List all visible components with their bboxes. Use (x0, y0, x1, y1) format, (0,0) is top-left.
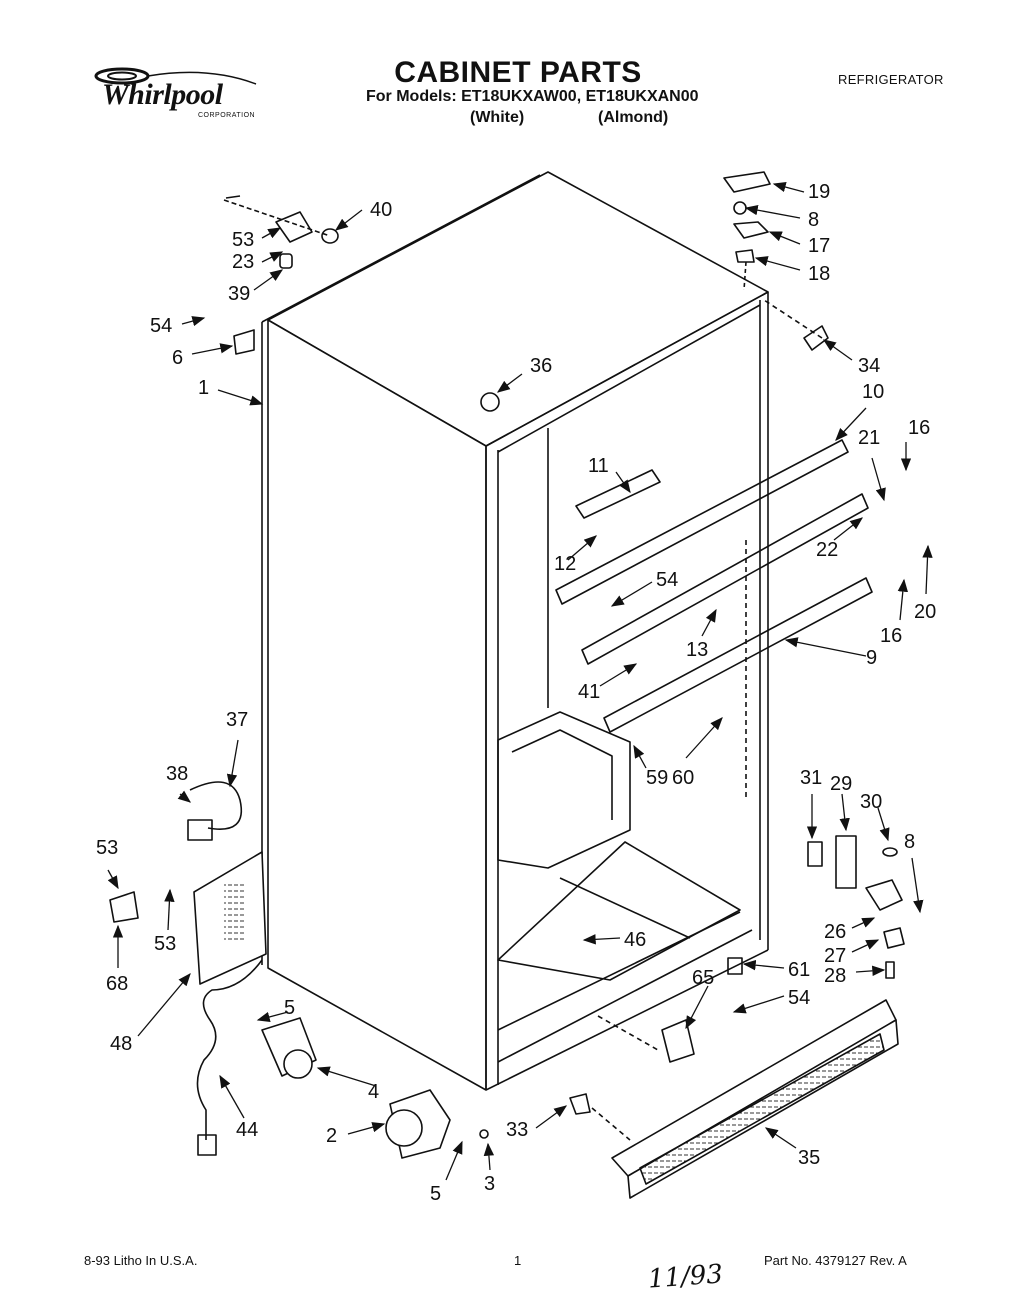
top-left-fittings (223, 195, 500, 412)
callout-44: 44 (236, 1119, 258, 1141)
callout-26: 26 (824, 921, 846, 943)
callout-5: 5 (284, 997, 295, 1019)
rear-roller (261, 1017, 317, 1079)
handwritten-date: 11/93 (647, 1259, 724, 1295)
callout-59: 59 (646, 767, 668, 789)
leader-arrows (107, 181, 933, 1181)
callout-2: 2 (326, 1125, 337, 1147)
callout-53: 53 (232, 229, 254, 251)
part-number: Part No. 4379127 Rev. A (764, 1253, 907, 1268)
callout-19: 19 (808, 181, 830, 203)
callout-16: 16 (908, 417, 930, 439)
callout-23: 23 (232, 251, 254, 273)
callout-40: 40 (370, 199, 392, 221)
variant-white: (White) (470, 109, 525, 126)
callout-labels: 40 53 23 39 54 6 1 36 19 8 17 18 34 10 1… (96, 181, 936, 1205)
callout-1: 1 (198, 377, 209, 399)
page-number: 1 (514, 1253, 522, 1268)
bottom-hinge-assembly (727, 835, 905, 979)
callout-21: 21 (858, 427, 880, 449)
callout-38: 38 (166, 763, 188, 785)
callout-33: 33 (506, 1119, 528, 1141)
callout-18: 18 (808, 263, 830, 285)
appliance-category: REFRIGERATOR (838, 72, 944, 87)
brand-name: Whirlpool (102, 78, 223, 111)
callout-5: 5 (430, 1183, 441, 1205)
models-line: For Models: ET18UKXAW00, ET18UKXAN00 (366, 88, 699, 105)
callout-53: 53 (96, 837, 118, 859)
callout-16: 16 (880, 625, 902, 647)
callout-30: 30 (860, 791, 882, 813)
logo-swirl-icon (94, 67, 257, 85)
callout-37: 37 (226, 709, 248, 731)
whirlpool-logo: Whirlpool CORPORATION (88, 62, 260, 132)
callout-54: 54 (656, 569, 678, 591)
callout-61: 61 (788, 959, 810, 981)
callout-8: 8 (808, 209, 819, 231)
callout-6: 6 (172, 347, 183, 369)
callout-60: 60 (672, 767, 694, 789)
cabinet-shell (261, 171, 769, 1091)
callout-3: 3 (484, 1173, 495, 1195)
callout-4: 4 (368, 1081, 379, 1103)
callout-54: 54 (788, 987, 810, 1009)
print-info: 8-93 Litho In U.S.A. (84, 1253, 198, 1268)
rear-access-panel (193, 851, 267, 985)
variant-almond: (Almond) (598, 109, 669, 126)
callout-54: 54 (150, 315, 172, 337)
callout-9: 9 (866, 647, 877, 669)
top-hinge-assembly (723, 171, 829, 351)
callout-68: 68 (106, 973, 128, 995)
callout-36: 36 (530, 355, 552, 377)
callout-20: 20 (914, 601, 936, 623)
callout-48: 48 (110, 1033, 132, 1055)
callout-10: 10 (862, 381, 884, 403)
callout-27: 27 (824, 945, 846, 967)
callout-39: 39 (228, 283, 250, 305)
callout-46: 46 (624, 929, 646, 951)
install-guides (591, 299, 823, 1141)
callout-65: 65 (692, 967, 714, 989)
callout-22: 22 (816, 539, 838, 561)
callout-17: 17 (808, 235, 830, 257)
callout-31: 31 (800, 767, 822, 789)
callout-12: 12 (554, 553, 576, 575)
callout-13: 13 (686, 639, 708, 661)
brand-subtitle: CORPORATION (198, 112, 256, 119)
callout-29: 29 (830, 773, 852, 795)
callout-53: 53 (154, 933, 176, 955)
power-cord (196, 959, 263, 1156)
front-roller-bracket (385, 1089, 489, 1159)
callout-41: 41 (578, 681, 600, 703)
callout-35: 35 (798, 1147, 820, 1169)
shelf-rails (555, 439, 873, 733)
cabinet-interior-floor (497, 711, 741, 1031)
callout-8: 8 (904, 831, 915, 853)
wiring-harness (109, 781, 242, 923)
callout-11: 11 (588, 455, 609, 477)
page-title: CABINET PARTS (394, 56, 642, 89)
callout-34: 34 (858, 355, 880, 377)
callout-28: 28 (824, 965, 846, 987)
toe-grille (569, 999, 899, 1199)
